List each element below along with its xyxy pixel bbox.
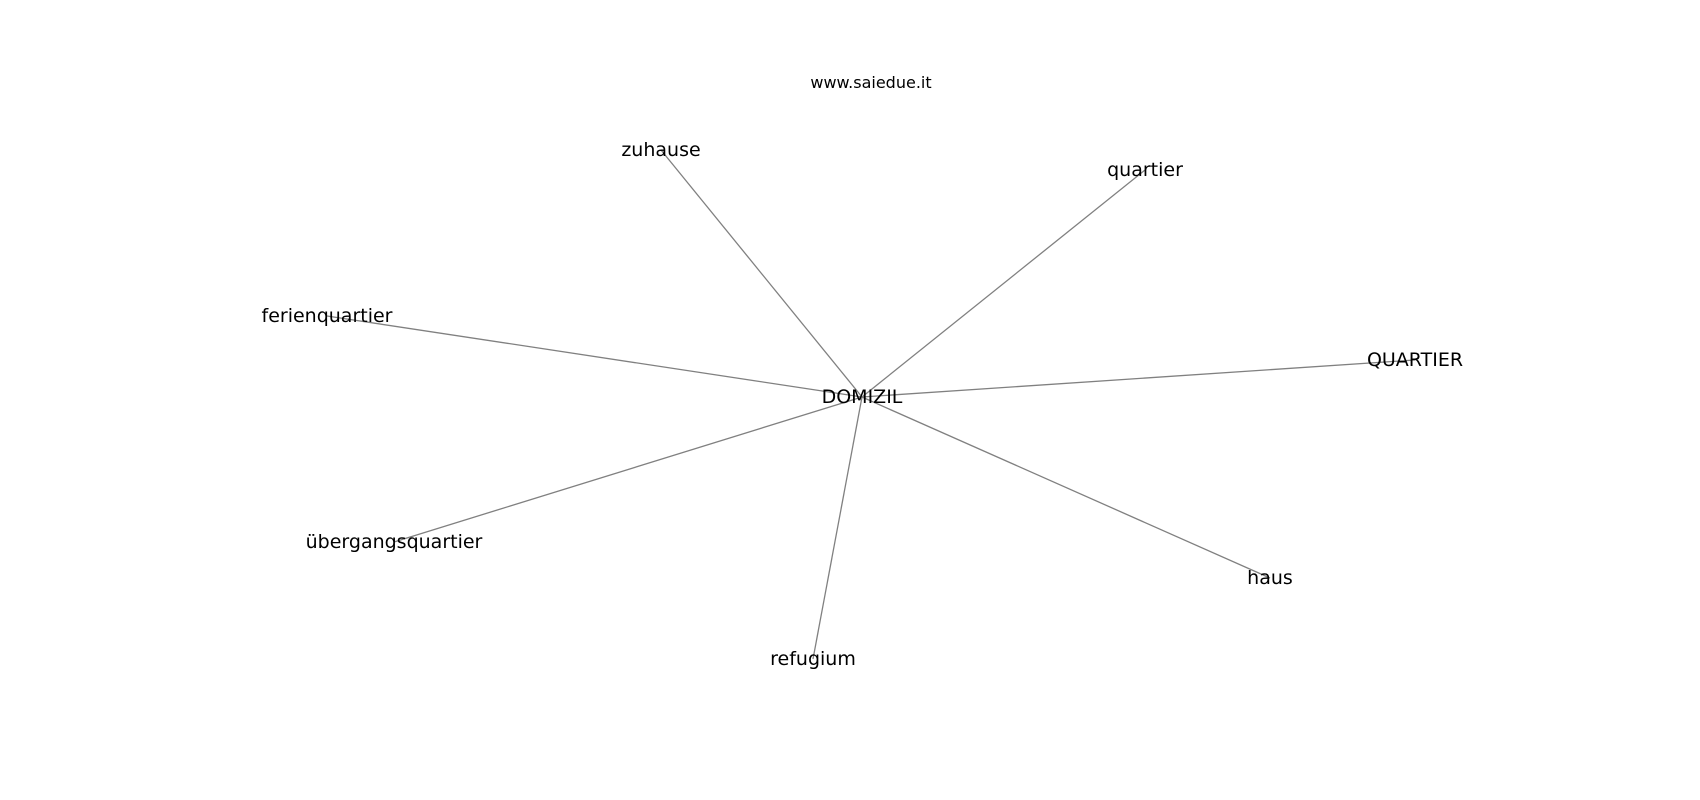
edge-domizil-ferienquartier [326,315,863,398]
node-label-refugium: refugium [770,648,856,670]
edge-domizil-uebergangsquartier [393,396,863,543]
node-label-ferienquartier: ferienquartier [262,305,393,327]
edge-domizil-zuhause [660,149,863,398]
node-label-domizil: DOMIZIL [822,386,903,408]
edge-domizil-haus [861,396,1271,579]
node-label-zuhause: zuhause [621,139,700,161]
edge-domizil-quartier [861,169,1146,398]
node-label-quartier: quartier [1107,159,1183,181]
edges-group [326,149,1416,660]
watermark-text: www.saiedue.it [810,73,931,92]
edge-domizil-quartier [861,359,1416,398]
node-label-haus: haus [1247,567,1293,589]
node-labels-group: DOMIZIL zuhause quartier ferienquartierQUAR… [262,139,1464,670]
node-label-quartier: QUARTIER [1367,349,1463,371]
edge-domizil-refugium [812,396,863,660]
node-label-uebergangsquartier: übergangsquartier [306,531,483,553]
